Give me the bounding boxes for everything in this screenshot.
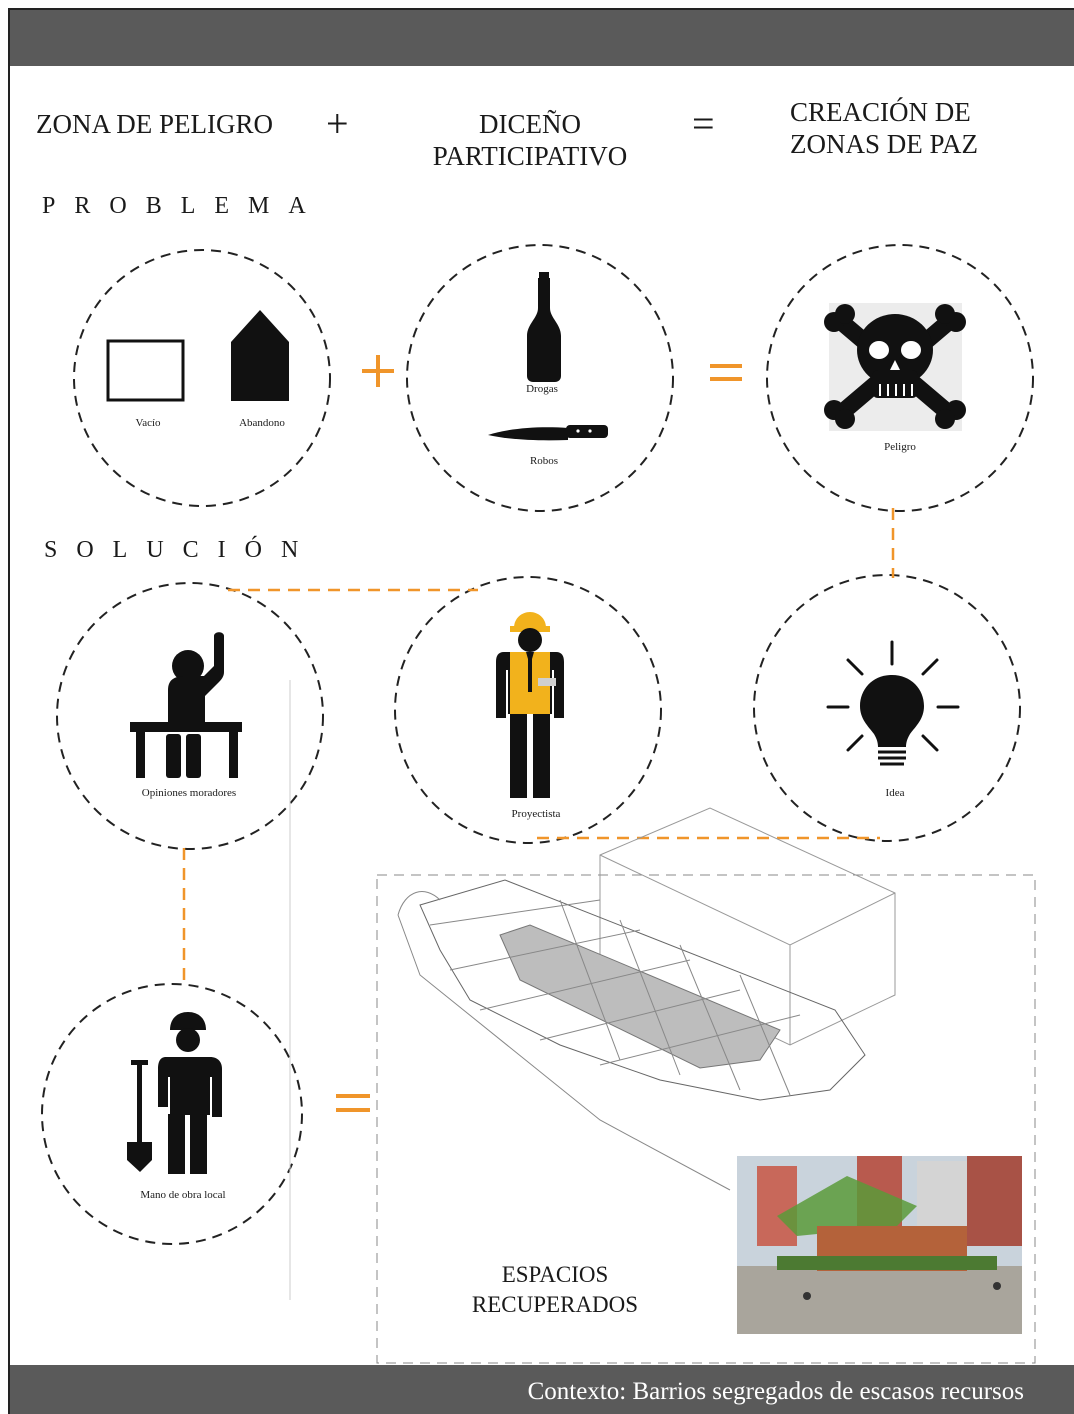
caption-vacio: Vacío	[135, 417, 160, 429]
caption-idea: Idea	[886, 787, 905, 799]
house-icon	[231, 310, 289, 401]
worker-shovel-icon	[127, 1012, 222, 1174]
caption-mano-obra: Mano de obra local	[140, 1189, 225, 1201]
footer-context: Contexto: Barrios segregados de escasos …	[528, 1378, 1024, 1406]
result-line1: ESPACIOS	[445, 1260, 665, 1290]
caption-robos: Robos	[530, 455, 558, 467]
knife-icon	[488, 425, 608, 440]
caption-drogas: Drogas	[526, 383, 558, 395]
result-line2: RECUPERADOS	[445, 1290, 665, 1320]
circle-vacio-abandono	[74, 250, 330, 506]
worker-vest-icon	[496, 612, 564, 798]
bottle-icon	[527, 272, 561, 382]
lightbulb-icon	[828, 642, 958, 764]
skull-icon	[824, 303, 966, 431]
caption-proyectista: Proyectista	[512, 808, 561, 820]
result-espacios-recuperados: ESPACIOS RECUPERADOS	[445, 1260, 665, 1320]
person-hand-raised-icon	[130, 632, 242, 778]
caption-abandono: Abandono	[239, 417, 285, 429]
caption-peligro: Peligro	[884, 441, 916, 453]
photo-recovered-space	[737, 1156, 1022, 1334]
caption-opiniones: Opiniones moradores	[142, 787, 236, 799]
empty-square-icon	[108, 341, 183, 400]
